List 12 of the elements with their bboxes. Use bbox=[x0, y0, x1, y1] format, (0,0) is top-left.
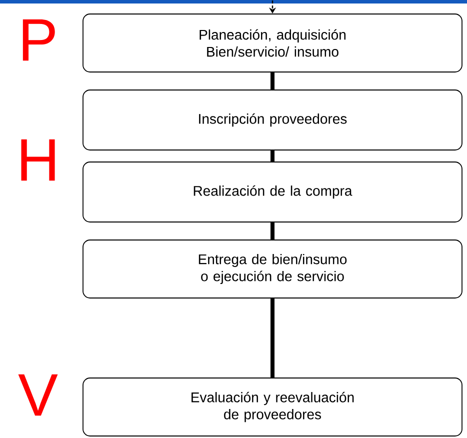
phase-letter: P bbox=[22, 19, 55, 61]
phase-letter: V bbox=[18, 374, 58, 416]
process-box: Entrega de bien/insumo o ejecución de servicio bbox=[82, 240, 462, 298]
process-box: Inscripción proveedores bbox=[82, 90, 462, 150]
process-box: Planeación, adquisición Bien/servicio/ insumo bbox=[82, 14, 462, 72]
connector bbox=[270, 72, 274, 90]
process-box: Realización de la compra bbox=[82, 162, 462, 222]
phase-letter: H bbox=[21, 139, 55, 181]
connector bbox=[270, 222, 274, 240]
process-box: Evaluación y reevaluación de proveedores bbox=[82, 378, 462, 436]
connector bbox=[270, 150, 274, 162]
connector bbox=[270, 298, 274, 378]
